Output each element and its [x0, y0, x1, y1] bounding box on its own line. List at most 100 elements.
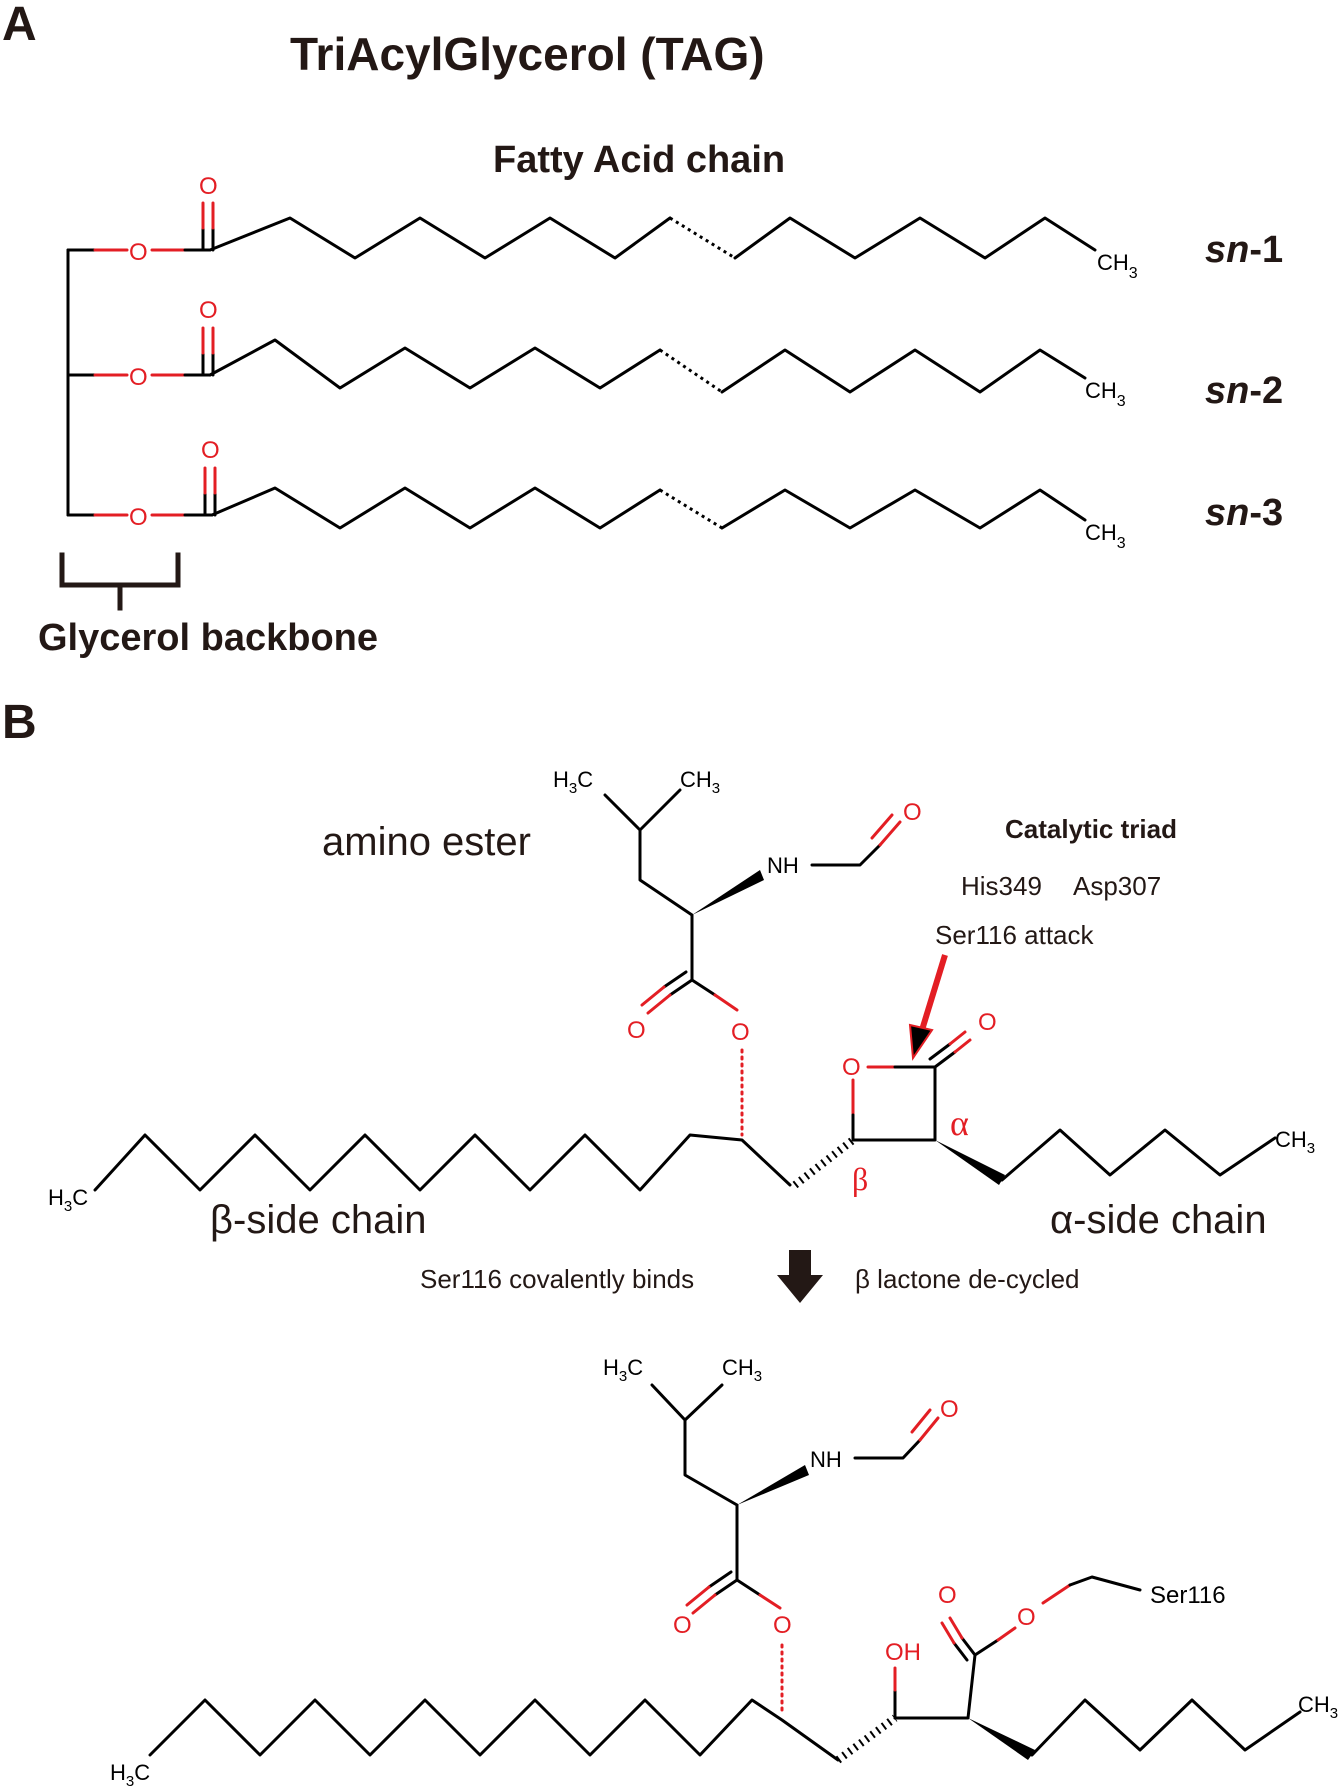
bottom-h3c: H3C: [110, 1760, 150, 1790]
top-formyl-o: O: [903, 799, 922, 826]
sn1-carbonyl-oxygen: O: [199, 173, 218, 200]
top-alpha-ch3: CH3: [1275, 1127, 1315, 1157]
bottom-acyl-o-bond-red: [996, 1626, 1017, 1642]
panel-a-label: A: [2, 0, 37, 51]
bottom-formyl-o: O: [940, 1396, 959, 1423]
bottom-acyl-carbonyl-oxygen: O: [938, 1582, 957, 1609]
alpha-side-chain-label: α-side chain: [1050, 1198, 1267, 1242]
top-nh-wedge: [692, 870, 764, 915]
bottom-acyl-o-bond: [973, 1638, 1000, 1657]
sn1-carbonyl-bond-red: [201, 201, 215, 230]
ser116-attack-label: Ser116 attack: [935, 920, 1095, 950]
bottom-ser-link-bond-red: [1041, 1583, 1072, 1605]
sn1-unsaturation-bond: [669, 216, 736, 260]
ser116-attack-arrowhead: [908, 1023, 934, 1061]
bottom-formyl-double: [910, 1408, 940, 1442]
bottom-nh: NH: [810, 1447, 842, 1472]
top-nh: NH: [767, 853, 799, 878]
top-beta-hash-bond: [792, 1136, 856, 1189]
top-beta-side-chain-bonds: [93, 1133, 792, 1192]
top-alpha-wedge: [935, 1140, 1005, 1185]
tag-title: TriAcylGlycerol (TAG): [290, 28, 765, 80]
panel-b-label: B: [2, 696, 37, 749]
lactone-carbonyl-bond-red: [948, 1030, 972, 1054]
sn3-carbonyl-oxygen: O: [201, 437, 220, 464]
lactone-ring-bonds: [851, 1065, 937, 1142]
sn3-unsaturation-bond: [659, 488, 723, 530]
top-formyl-bonds: [810, 843, 882, 867]
glycerol-backbone-bracket: [59, 552, 181, 611]
bottom-ester-carbonyl-oxygen: O: [673, 1612, 692, 1639]
bottom-formyl-bonds: [853, 1438, 922, 1460]
sn1-chain-bonds-2: [733, 216, 1097, 260]
top-ester-carbonyl-bond-red: [640, 985, 672, 1015]
sn3-chain: O O CH3 sn-3: [66, 437, 1283, 552]
catalytic-triad-title: Catalytic triad: [1005, 814, 1177, 844]
bottom-acyl-carbonyl-bond-red: [940, 1616, 964, 1645]
sn2-label: sn-2: [1205, 370, 1283, 412]
bottom-ser116: Ser116: [1150, 1582, 1226, 1609]
bottom-alpha-side-chain-bonds: [1030, 1698, 1302, 1757]
bottom-ester-o-bond-red: [758, 1593, 782, 1610]
step-right-label: β lactone de-cycled: [855, 1264, 1080, 1294]
top-ester-o-bond: [690, 978, 717, 997]
top-leucine-bonds: [603, 788, 694, 982]
sn2-chain: O O CH3 sn-2: [66, 297, 1283, 412]
sn3-label: sn-3: [1205, 492, 1283, 534]
sn2-carbonyl-bond-red: [201, 326, 215, 355]
bottom-ester-carbonyl-bond-red: [685, 1585, 717, 1615]
top-isopropyl-h3c: H3C: [553, 767, 593, 797]
bottom-ser-link-bond: [1068, 1575, 1142, 1592]
bottom-acyl-carbonyl-bond: [952, 1636, 977, 1662]
sn2-chain-bonds-2: [720, 348, 1087, 394]
bottom-acyl-oxygen: O: [1017, 1604, 1036, 1631]
sn3-chain-bonds-2: [720, 488, 1087, 530]
bottom-ester-o-bond: [735, 1578, 762, 1597]
bottom-ester-carbonyl-bond: [707, 1570, 739, 1597]
bottom-leucine-bonds: [650, 1383, 739, 1582]
top-ester-oxygen: O: [731, 1019, 750, 1046]
bottom-beta-side-chain-bonds: [148, 1698, 840, 1762]
lactone-ring-bonds-red: [851, 1065, 897, 1117]
top-alpha-side-chain-bonds: [1000, 1128, 1277, 1182]
bottom-isopropyl-h3c: H3C: [603, 1355, 643, 1385]
sn3-chain-bonds: [210, 486, 662, 530]
sn2-chain-bonds: [208, 338, 662, 390]
ser116-attack-arrow-shaft: [919, 954, 948, 1031]
lactone-ring-oxygen: O: [842, 1054, 861, 1081]
sn1-chain: O O CH3 sn-1: [66, 173, 1283, 282]
sn1-ch3: CH3: [1097, 250, 1138, 282]
reaction-arrow: [777, 1250, 823, 1303]
bottom-alpha-wedge: [968, 1718, 1035, 1760]
fatty-acid-chain-label: Fatty Acid chain: [493, 139, 785, 181]
sn1-chain-bonds: [208, 216, 672, 260]
bottom-hydroxyl-hash-bond: [835, 1714, 898, 1764]
sn1-label: sn-1: [1205, 229, 1283, 271]
bottom-alpha-ch3: CH3: [1298, 1692, 1338, 1722]
bottom-isopropyl-ch3: CH3: [722, 1355, 762, 1385]
alpha-carbon-label: α: [950, 1103, 969, 1143]
sn3-ester-oxygen: O: [129, 504, 148, 531]
sn2-carbonyl-bond: [201, 351, 215, 377]
bottom-ester-oxygen: O: [773, 1612, 792, 1639]
glycerol-backbone-label: Glycerol backbone: [38, 617, 378, 659]
beta-side-chain-label: β-side chain: [210, 1198, 426, 1242]
sn2-carbonyl-oxygen: O: [199, 297, 218, 324]
bottom-hydroxyl: OH: [885, 1639, 921, 1666]
sn3-ch3: CH3: [1085, 520, 1126, 552]
sn2-unsaturation-bond: [659, 348, 723, 394]
sn2-ch3: CH3: [1085, 378, 1126, 410]
top-ester-carbonyl-bond: [662, 970, 694, 997]
lactone-carbonyl-bond: [928, 1042, 957, 1069]
sn3-carbonyl-bond: [203, 491, 217, 517]
beta-carbon-label: β: [852, 1161, 868, 1197]
top-ester-o-bond-red: [713, 993, 739, 1012]
sn1-carbonyl-bond: [201, 226, 215, 252]
sn3-carbonyl-bond-red: [203, 466, 217, 495]
bottom-nh-wedge: [737, 1465, 809, 1505]
sn1-ester-oxygen: O: [129, 239, 148, 266]
amino-ester-label: amino ester: [322, 820, 531, 864]
lactone-carbonyl-oxygen: O: [978, 1009, 997, 1036]
